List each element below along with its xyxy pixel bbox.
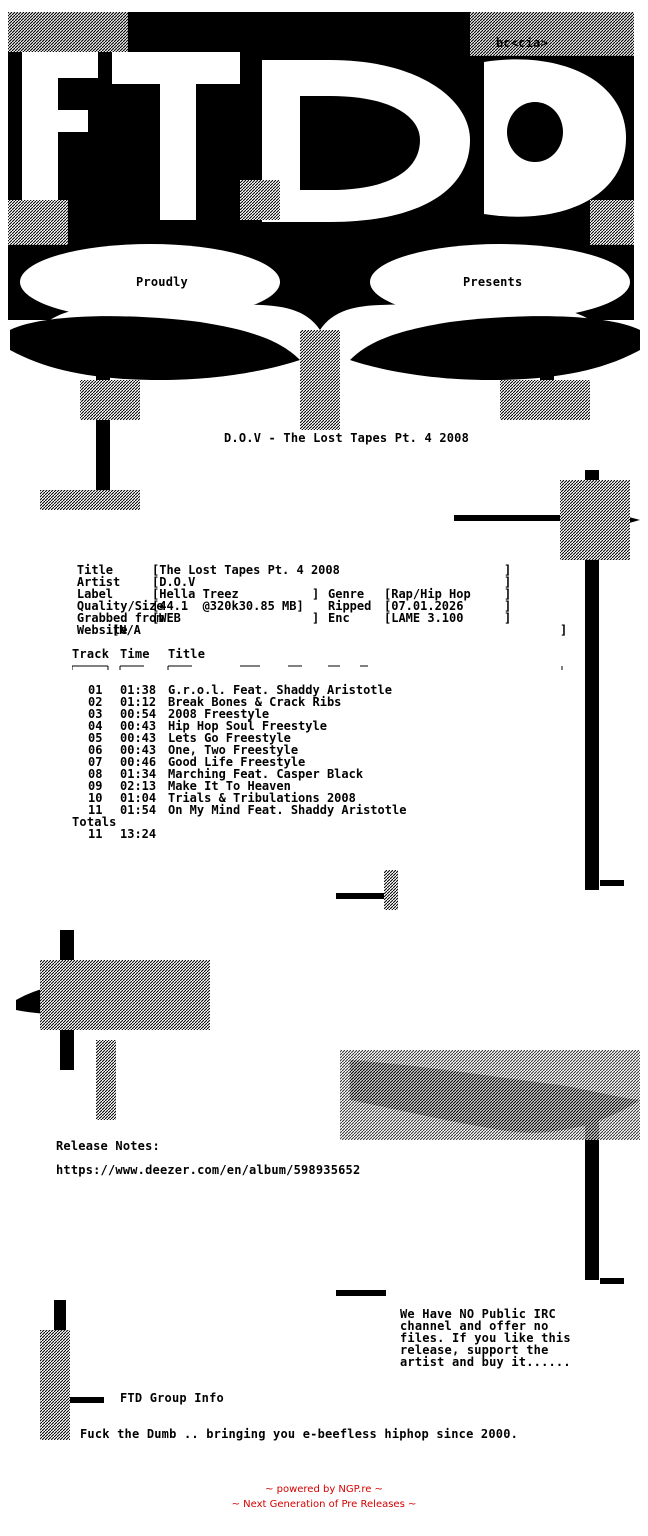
irc-notice-line: channel and offer no — [400, 1319, 549, 1333]
irc-notice-line: files. If you like this — [400, 1331, 571, 1345]
title-value: [The Lost Tapes Pt. 4 2008 — [152, 563, 340, 577]
ripped-value: [07.01.2026 — [384, 599, 464, 613]
proudly-label: Proudly — [136, 275, 188, 289]
irc-notice-line: We Have NO Public IRC — [400, 1307, 556, 1321]
release-title: D.O.V - The Lost Tapes Pt. 4 2008 — [224, 431, 470, 445]
artist-credit: bc<cia> — [496, 36, 548, 50]
quality-value: [44.1 @320k30.85 MB] — [152, 599, 304, 613]
col-title-header: Title — [168, 647, 206, 661]
irc-notice-line: release, support the — [400, 1343, 549, 1357]
presents-label: Presents — [463, 275, 523, 289]
footer-powered-by[interactable]: ~ powered by NGP.re ~ — [265, 1484, 383, 1495]
tracklist-divider — [72, 665, 563, 670]
group-tagline: Fuck the Dumb .. bringing you e-beefless… — [80, 1427, 519, 1441]
irc-notice-line: artist and buy it...... — [400, 1355, 571, 1369]
grabbed-label: Grabbed from — [76, 611, 164, 625]
release-notes-url[interactable]: https://www.deezer.com/en/album/59893565… — [56, 1163, 361, 1177]
website-value: [N/A — [112, 623, 141, 637]
group-info-heading: FTD Group Info — [120, 1391, 224, 1405]
totals-label: Totals — [72, 815, 117, 829]
website-label: Website — [76, 623, 128, 637]
quality-label: Quality/Size — [76, 599, 164, 613]
genre-value: [Rap/Hip Hop — [384, 587, 471, 601]
grabbed-value: [WEB — [152, 611, 181, 625]
genre-label: Genre — [328, 587, 365, 601]
enc-label: Enc — [328, 611, 350, 625]
ripped-label: Ripped — [328, 599, 372, 613]
release-notes-label: Release Notes: — [56, 1139, 160, 1153]
artist-label: Artist — [76, 575, 121, 589]
col-track-header: Track — [72, 647, 110, 661]
label-label: Label — [76, 587, 114, 601]
label-value: [Hella Treez — [152, 587, 239, 601]
footer-ngp-tagline: ~ Next Generation of Pre Releases ~ — [231, 1499, 417, 1510]
artist-value: [D.O.V — [152, 575, 196, 589]
col-time-header: Time — [120, 647, 150, 661]
enc-value: [LAME 3.100 — [384, 611, 464, 625]
title-label: Title — [76, 563, 114, 577]
